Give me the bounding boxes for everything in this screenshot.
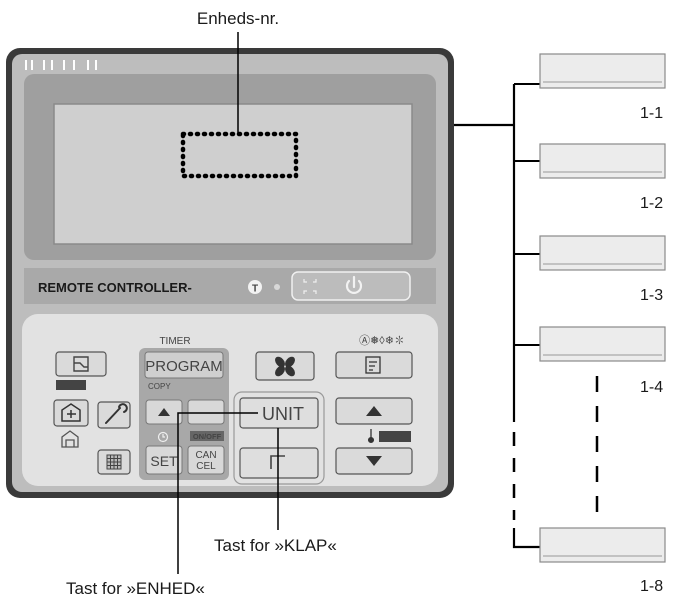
grid-icon [106,454,122,470]
house-leave-icon [61,430,79,448]
set-button[interactable]: SET [145,445,183,475]
temp-down-button[interactable] [335,447,413,475]
indoor-unit-id: 1-2 [640,195,663,212]
check-button[interactable] [97,401,131,429]
unit-label: UNIT [262,404,304,424]
program-button[interactable]: PROGRAM [144,351,224,379]
day-label: DAY [386,432,403,442]
timer-up-button[interactable] [145,399,183,425]
unit-number-indicator [180,131,299,179]
brand-label: REMOTE CONTROLLER- [38,280,192,295]
unit-leader [177,412,258,574]
indoor-unit-id: 1-1 [640,105,663,122]
wrench-icon [105,403,128,424]
ventilation-icon [61,403,81,422]
temp-down-arrow-icon [366,456,382,466]
flap-button[interactable] [239,447,319,479]
fan-icon [275,356,295,377]
indoor-unit-id: 1-4 [640,379,663,396]
schedule-icon [73,356,89,372]
indoor-unit-id: 1-3 [640,287,663,304]
ventilation-button[interactable] [53,399,89,427]
flap-icon [270,455,285,469]
up-arrow-icon [158,408,170,416]
flap-button-callout: Tast for »KLAP« [214,536,337,555]
unit-button-callout: Tast for »ENHED« [66,579,205,598]
copy-label: COPY [148,382,171,391]
temp-up-arrow-icon [366,406,382,416]
unit-number-callout: Enheds-nr. [197,9,279,28]
thermometer-icon [367,429,375,444]
power-icon [345,275,363,294]
onoff-tag [190,431,224,441]
indoor-unit [539,527,666,563]
filter-reset-button[interactable] [97,449,131,475]
remote-controller: REMOTE CONTROLLER- T DEL [6,48,454,498]
mode-icon [365,356,381,374]
mode-button[interactable] [335,351,413,379]
day-tag [379,431,411,442]
cancel-label-line2: CEL [196,461,216,472]
cancel-button[interactable]: CAN CEL [187,445,225,475]
onoff-lamp-marks [303,279,317,294]
indoor-unit [539,326,666,362]
zone-schedule-button[interactable] [55,351,107,377]
indoor-unit [539,143,666,179]
wiring [454,83,599,549]
indoor-unit-id: 1-8 [640,578,663,595]
button-panel [22,314,438,486]
indoor-unit [539,235,666,271]
del-tag [56,380,86,390]
controller-top-ribs [25,60,97,70]
timer-down-button[interactable] [187,399,225,425]
fan-speed-button[interactable] [255,351,315,381]
indoor-unit [539,53,666,89]
program-label: PROGRAM [145,358,223,375]
set-label: SET [150,453,178,469]
brand-mark-circle [248,280,262,294]
brand-mark: T [252,284,258,295]
cancel-label-line1: CAN [195,450,216,461]
onoff-label: ON/OFF [193,432,222,441]
clock-icon [157,431,169,443]
del-label: DEL [63,382,79,391]
operation-lamp [274,284,280,290]
unit-button[interactable]: UNIT [239,397,319,429]
mode-symbols: Ⓐ❅◊❄✽ [359,334,405,347]
temp-up-button[interactable] [335,397,413,425]
timer-label: TIMER [159,336,190,347]
power-button[interactable] [291,271,411,301]
unit-flap-group [233,391,325,485]
